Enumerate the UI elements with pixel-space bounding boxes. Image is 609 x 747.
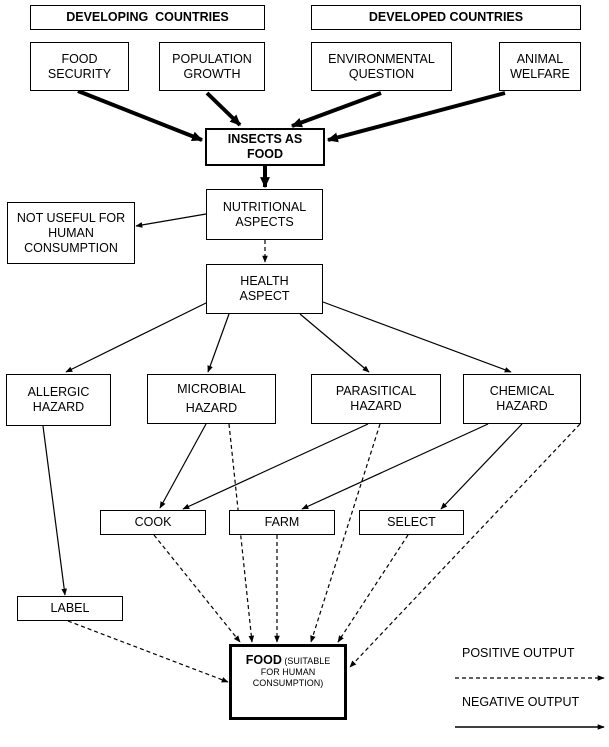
food-security-line-2: SECURITY [47, 66, 112, 81]
health-aspect-line-2: ASPECT [239, 289, 290, 303]
arrow-animal-welfare-to-insects [326, 91, 506, 143]
microbial-hazard-line-2: HAZARD [185, 401, 238, 415]
food-title-line: FOOD (SUITABLE [245, 653, 331, 667]
arrow-health-to-allergic [65, 301, 209, 373]
nutritional-aspects-line-2: ASPECTS [235, 214, 294, 229]
food-suitable-box: FOOD (SUITABLE FOR HUMAN CONSUMPTION) [229, 644, 347, 720]
animal-welfare-line-2: WELFARE [510, 66, 570, 81]
developed-countries-header: DEVELOPED COUNTRIES [311, 5, 581, 30]
arrow-health-to-parasitical [299, 313, 370, 373]
chemical-hazard-line-1: CHEMICAL [489, 384, 555, 398]
arrow-cook-to-food [153, 534, 241, 643]
arrow-label-to-food [67, 620, 229, 683]
cook-box: COOK [100, 510, 206, 535]
arrow-food-security-to-insects [77, 89, 204, 142]
developing-countries-label: DEVELOPING COUNTRIES [66, 10, 229, 24]
allergic-hazard-box: ALLERGIC HAZARD [6, 374, 111, 426]
arrow-microbial-to-cook [159, 423, 207, 509]
cook-label: COOK [134, 515, 172, 529]
arrow-microbial-to-food [228, 423, 255, 643]
arrow-allergic-to-label [42, 425, 67, 596]
arrow-parasitical-to-cook [182, 423, 369, 510]
nutritional-aspects-box: NUTRITIONAL ASPECTS [206, 189, 323, 240]
animal-welfare-box: ANIMAL WELFARE [499, 42, 581, 91]
insects-as-food-line-2: FOOD [246, 147, 284, 161]
insects-as-food-box: INSECTS AS FOOD [205, 128, 325, 166]
chemical-hazard-box: CHEMICAL HAZARD [463, 374, 581, 424]
population-growth-line-1: POPULATION [172, 51, 252, 66]
label-box: LABEL [17, 596, 123, 621]
food-security-line-1: FOOD [61, 51, 98, 66]
arrow-chemical-to-farm [301, 423, 489, 510]
chemical-hazard-line-2: HAZARD [496, 399, 548, 413]
food-line-3: CONSUMPTION) [252, 678, 324, 688]
not-useful-line-2: HUMAN [48, 225, 94, 240]
food-suffix: (SUITABLE [281, 656, 331, 666]
farm-box: FARM [229, 510, 335, 535]
parasitical-hazard-box: PARASITICAL HAZARD [311, 374, 441, 424]
microbial-hazard-box: MICROBIAL HAZARD [147, 374, 276, 424]
animal-welfare-line-1: ANIMAL [516, 51, 564, 66]
developed-countries-label: DEVELOPED COUNTRIES [368, 10, 524, 24]
select-box: SELECT [359, 510, 464, 535]
environmental-question-line-1: ENVIRONMENTAL [328, 51, 435, 66]
food-line-2: FOR HUMAN [260, 667, 316, 677]
arrow-population-to-insects [205, 91, 242, 127]
health-aspect-box: HEALTH ASPECT [206, 264, 323, 314]
arrow-environmental-to-insects [290, 91, 382, 128]
not-useful-box: NOT USEFUL FOR HUMAN CONSUMPTION [7, 202, 135, 264]
not-useful-line-3: CONSUMPTION [24, 240, 118, 255]
allergic-hazard-line-2: HAZARD [32, 400, 85, 414]
parasitical-hazard-line-1: PARASITICAL [335, 384, 417, 398]
farm-label: FARM [264, 515, 300, 529]
insects-as-food-line-1: INSECTS AS [227, 132, 303, 146]
select-label: SELECT [387, 515, 436, 529]
arrow-parasitical-to-food [310, 423, 381, 643]
arrow-chemical-to-food [349, 423, 581, 668]
legend-positive-label: POSITIVE OUTPUT [462, 646, 575, 660]
microbial-hazard-line-1: MICROBIAL [177, 382, 246, 396]
food-security-box: FOOD SECURITY [30, 42, 129, 91]
arrow-chemical-to-select [440, 423, 523, 510]
population-growth-line-2: GROWTH [183, 66, 241, 81]
environmental-question-box: ENVIRONMENTAL QUESTION [311, 42, 452, 91]
arrow-health-to-microbial [207, 313, 230, 373]
arrow-select-to-food [337, 534, 409, 643]
health-aspect-line-1: HEALTH [240, 274, 289, 288]
population-growth-box: POPULATION GROWTH [159, 42, 265, 91]
label-label: LABEL [50, 601, 90, 615]
legend-negative-label: NEGATIVE OUTPUT [462, 695, 580, 709]
not-useful-line-1: NOT USEFUL FOR [16, 210, 126, 225]
parasitical-hazard-line-2: HAZARD [350, 399, 402, 413]
arrow-nutritional-to-not-useful [135, 213, 207, 228]
developing-countries-header: DEVELOPING COUNTRIES [30, 5, 265, 30]
food-title: FOOD [245, 653, 282, 667]
nutritional-aspects-line-1: NUTRITIONAL [222, 199, 307, 214]
environmental-question-line-2: QUESTION [348, 66, 415, 81]
allergic-hazard-line-1: ALLERGIC [27, 385, 90, 399]
arrow-health-to-chemical [322, 301, 512, 373]
